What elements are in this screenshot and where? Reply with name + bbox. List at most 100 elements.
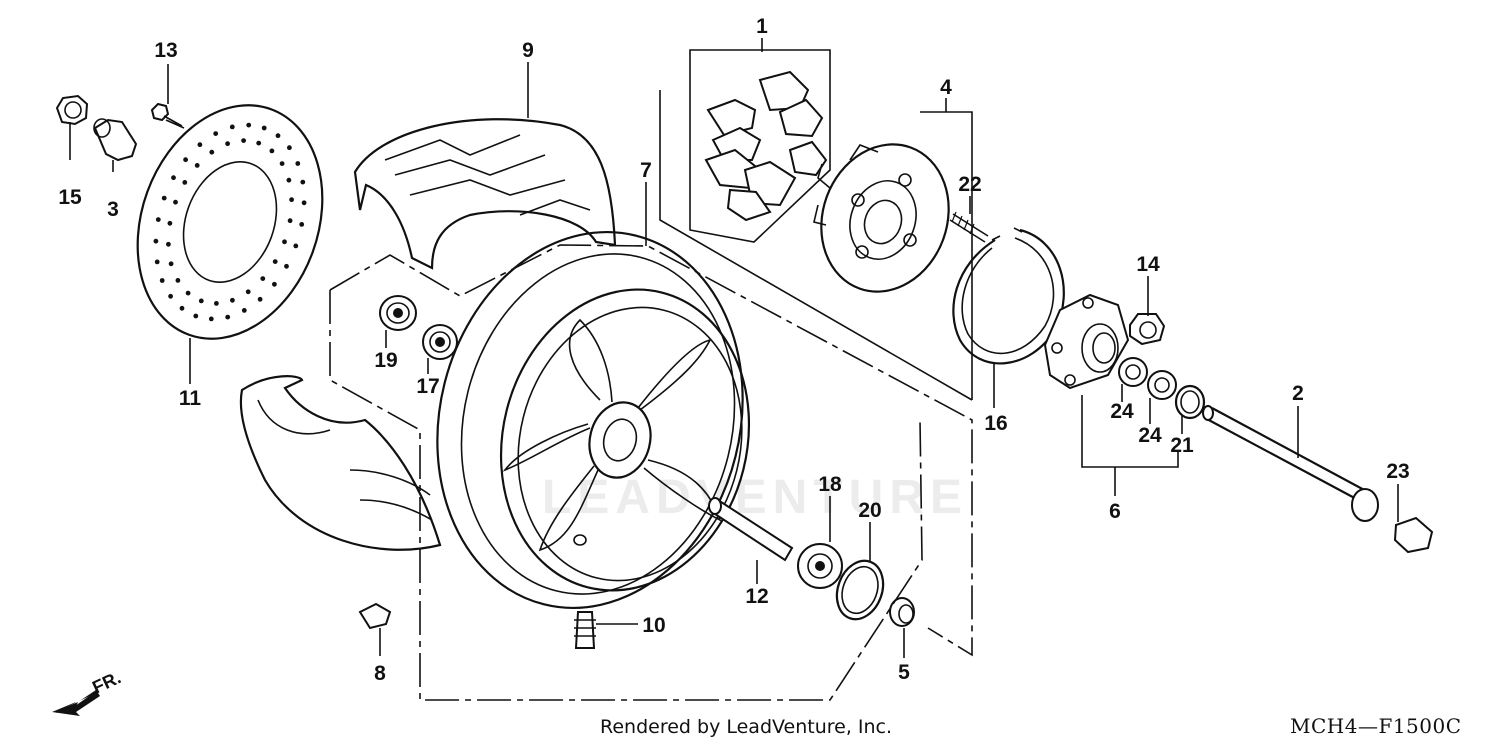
disc-hole	[257, 296, 263, 302]
damper-rubber-set[interactable]	[704, 70, 828, 222]
disc-hole	[153, 238, 159, 244]
callout-2[interactable]: 2	[1292, 382, 1304, 405]
callout-24-b[interactable]: 24	[1138, 424, 1162, 447]
disc-hole	[167, 220, 173, 226]
bearing-19[interactable]	[379, 295, 417, 331]
group-bracket-1	[689, 49, 831, 243]
callout-9[interactable]: 9	[522, 39, 534, 62]
disc-hole	[183, 157, 189, 163]
brake-disc[interactable]	[106, 79, 353, 365]
distance-collar[interactable]	[708, 497, 794, 562]
disc-hole	[225, 314, 231, 320]
callout-23[interactable]: 23	[1386, 460, 1409, 483]
disc-hole	[275, 133, 281, 139]
disc-hole	[301, 200, 307, 206]
disc-hole	[168, 261, 174, 267]
disc-hole	[197, 142, 203, 148]
disc-hole	[229, 124, 235, 130]
disc-hole	[272, 259, 278, 264]
disc-hole	[287, 218, 293, 224]
disc-hole	[208, 316, 214, 322]
disc-hole	[293, 243, 299, 249]
disc-hole	[175, 278, 181, 283]
o-ring-21[interactable]	[1174, 384, 1206, 420]
callout-15[interactable]: 15	[58, 186, 82, 209]
group-bracket-7-left	[329, 290, 923, 701]
bearing-18[interactable]	[797, 543, 843, 589]
callout-11[interactable]: 11	[179, 387, 202, 410]
bolt-13[interactable]	[150, 102, 185, 129]
callout-1[interactable]: 1	[756, 15, 768, 38]
disc-hole	[246, 122, 252, 128]
disc-hole	[282, 239, 287, 245]
disc-hole	[286, 177, 292, 183]
disc-hole	[198, 298, 204, 304]
disc-hole	[155, 217, 161, 223]
disc-hole	[173, 199, 178, 205]
group-bracket-4	[659, 90, 973, 401]
leader-lines	[69, 38, 1399, 658]
bearing-24-b[interactable]	[1147, 370, 1177, 400]
wheel-rim[interactable]	[398, 199, 781, 640]
callout-8[interactable]: 8	[374, 662, 386, 685]
callout-13[interactable]: 13	[154, 39, 177, 62]
disc-vent-holes	[153, 122, 307, 322]
driven-flange-hub[interactable]	[1043, 293, 1130, 390]
collar-3[interactable]	[93, 118, 138, 162]
group-bracket-6	[1081, 395, 1179, 468]
tire-valve[interactable]	[574, 611, 596, 649]
axle-cap[interactable]	[1393, 516, 1434, 554]
balance-weight[interactable]	[358, 602, 392, 630]
callout-6[interactable]: 6	[1109, 500, 1121, 523]
disc-hole	[279, 161, 285, 167]
disc-hole	[166, 241, 171, 247]
disc-hole	[300, 179, 306, 185]
callout-7[interactable]: 7	[640, 159, 652, 182]
callout-3[interactable]: 3	[107, 198, 119, 221]
rear-axle[interactable]	[1202, 405, 1379, 522]
disc-hole	[182, 180, 188, 185]
callout-10[interactable]: 10	[642, 614, 665, 637]
bearing-17[interactable]	[422, 324, 458, 360]
disc-hole	[272, 281, 277, 287]
render-credit: Rendered by LeadVenture, Inc.	[600, 716, 893, 738]
dust-seal-5[interactable]	[889, 597, 915, 627]
callout-20[interactable]: 20	[858, 499, 881, 522]
disc-hole	[295, 161, 301, 166]
group-bracket-7	[329, 244, 973, 657]
callout-21[interactable]: 21	[1170, 434, 1194, 457]
disc-hole	[261, 125, 267, 131]
front-direction-arrow-icon: FR.	[52, 667, 124, 716]
retaining-ring[interactable]	[952, 227, 1065, 365]
stud-bolt-22[interactable]	[949, 211, 989, 243]
nut-15[interactable]	[55, 94, 89, 126]
disc-hole	[256, 140, 262, 146]
disc-hole	[245, 289, 251, 295]
nut-14[interactable]	[1129, 313, 1166, 346]
callout-16[interactable]: 16	[984, 412, 1007, 435]
disc-hole	[179, 305, 185, 311]
callout-labels: 1 2 3 4 5 6 7 8 9 10 11 12 13 14 15 16 1…	[58, 15, 1409, 685]
callout-19[interactable]: 19	[374, 349, 397, 372]
disc-hole	[299, 222, 305, 227]
diagram-code: MCH4—F1500C	[1290, 714, 1462, 738]
disc-hole	[171, 175, 176, 181]
disc-hole	[289, 197, 294, 203]
callout-24-a[interactable]: 24	[1110, 400, 1134, 423]
disc-hole	[185, 290, 191, 296]
final-driven-flange[interactable]	[801, 126, 969, 309]
callout-14[interactable]: 14	[1136, 253, 1160, 276]
callout-22[interactable]: 22	[958, 173, 981, 196]
callout-5[interactable]: 5	[898, 661, 910, 684]
callout-17[interactable]: 17	[416, 375, 439, 398]
callout-18[interactable]: 18	[818, 473, 842, 496]
disc-hole	[214, 301, 219, 306]
disc-hole	[269, 148, 275, 154]
bearing-24-a[interactable]	[1118, 357, 1148, 387]
tire[interactable]	[353, 118, 617, 270]
disc-hole	[241, 308, 247, 313]
disc-hole	[159, 278, 165, 283]
callout-12[interactable]: 12	[745, 585, 768, 608]
callout-4[interactable]: 4	[940, 76, 952, 99]
